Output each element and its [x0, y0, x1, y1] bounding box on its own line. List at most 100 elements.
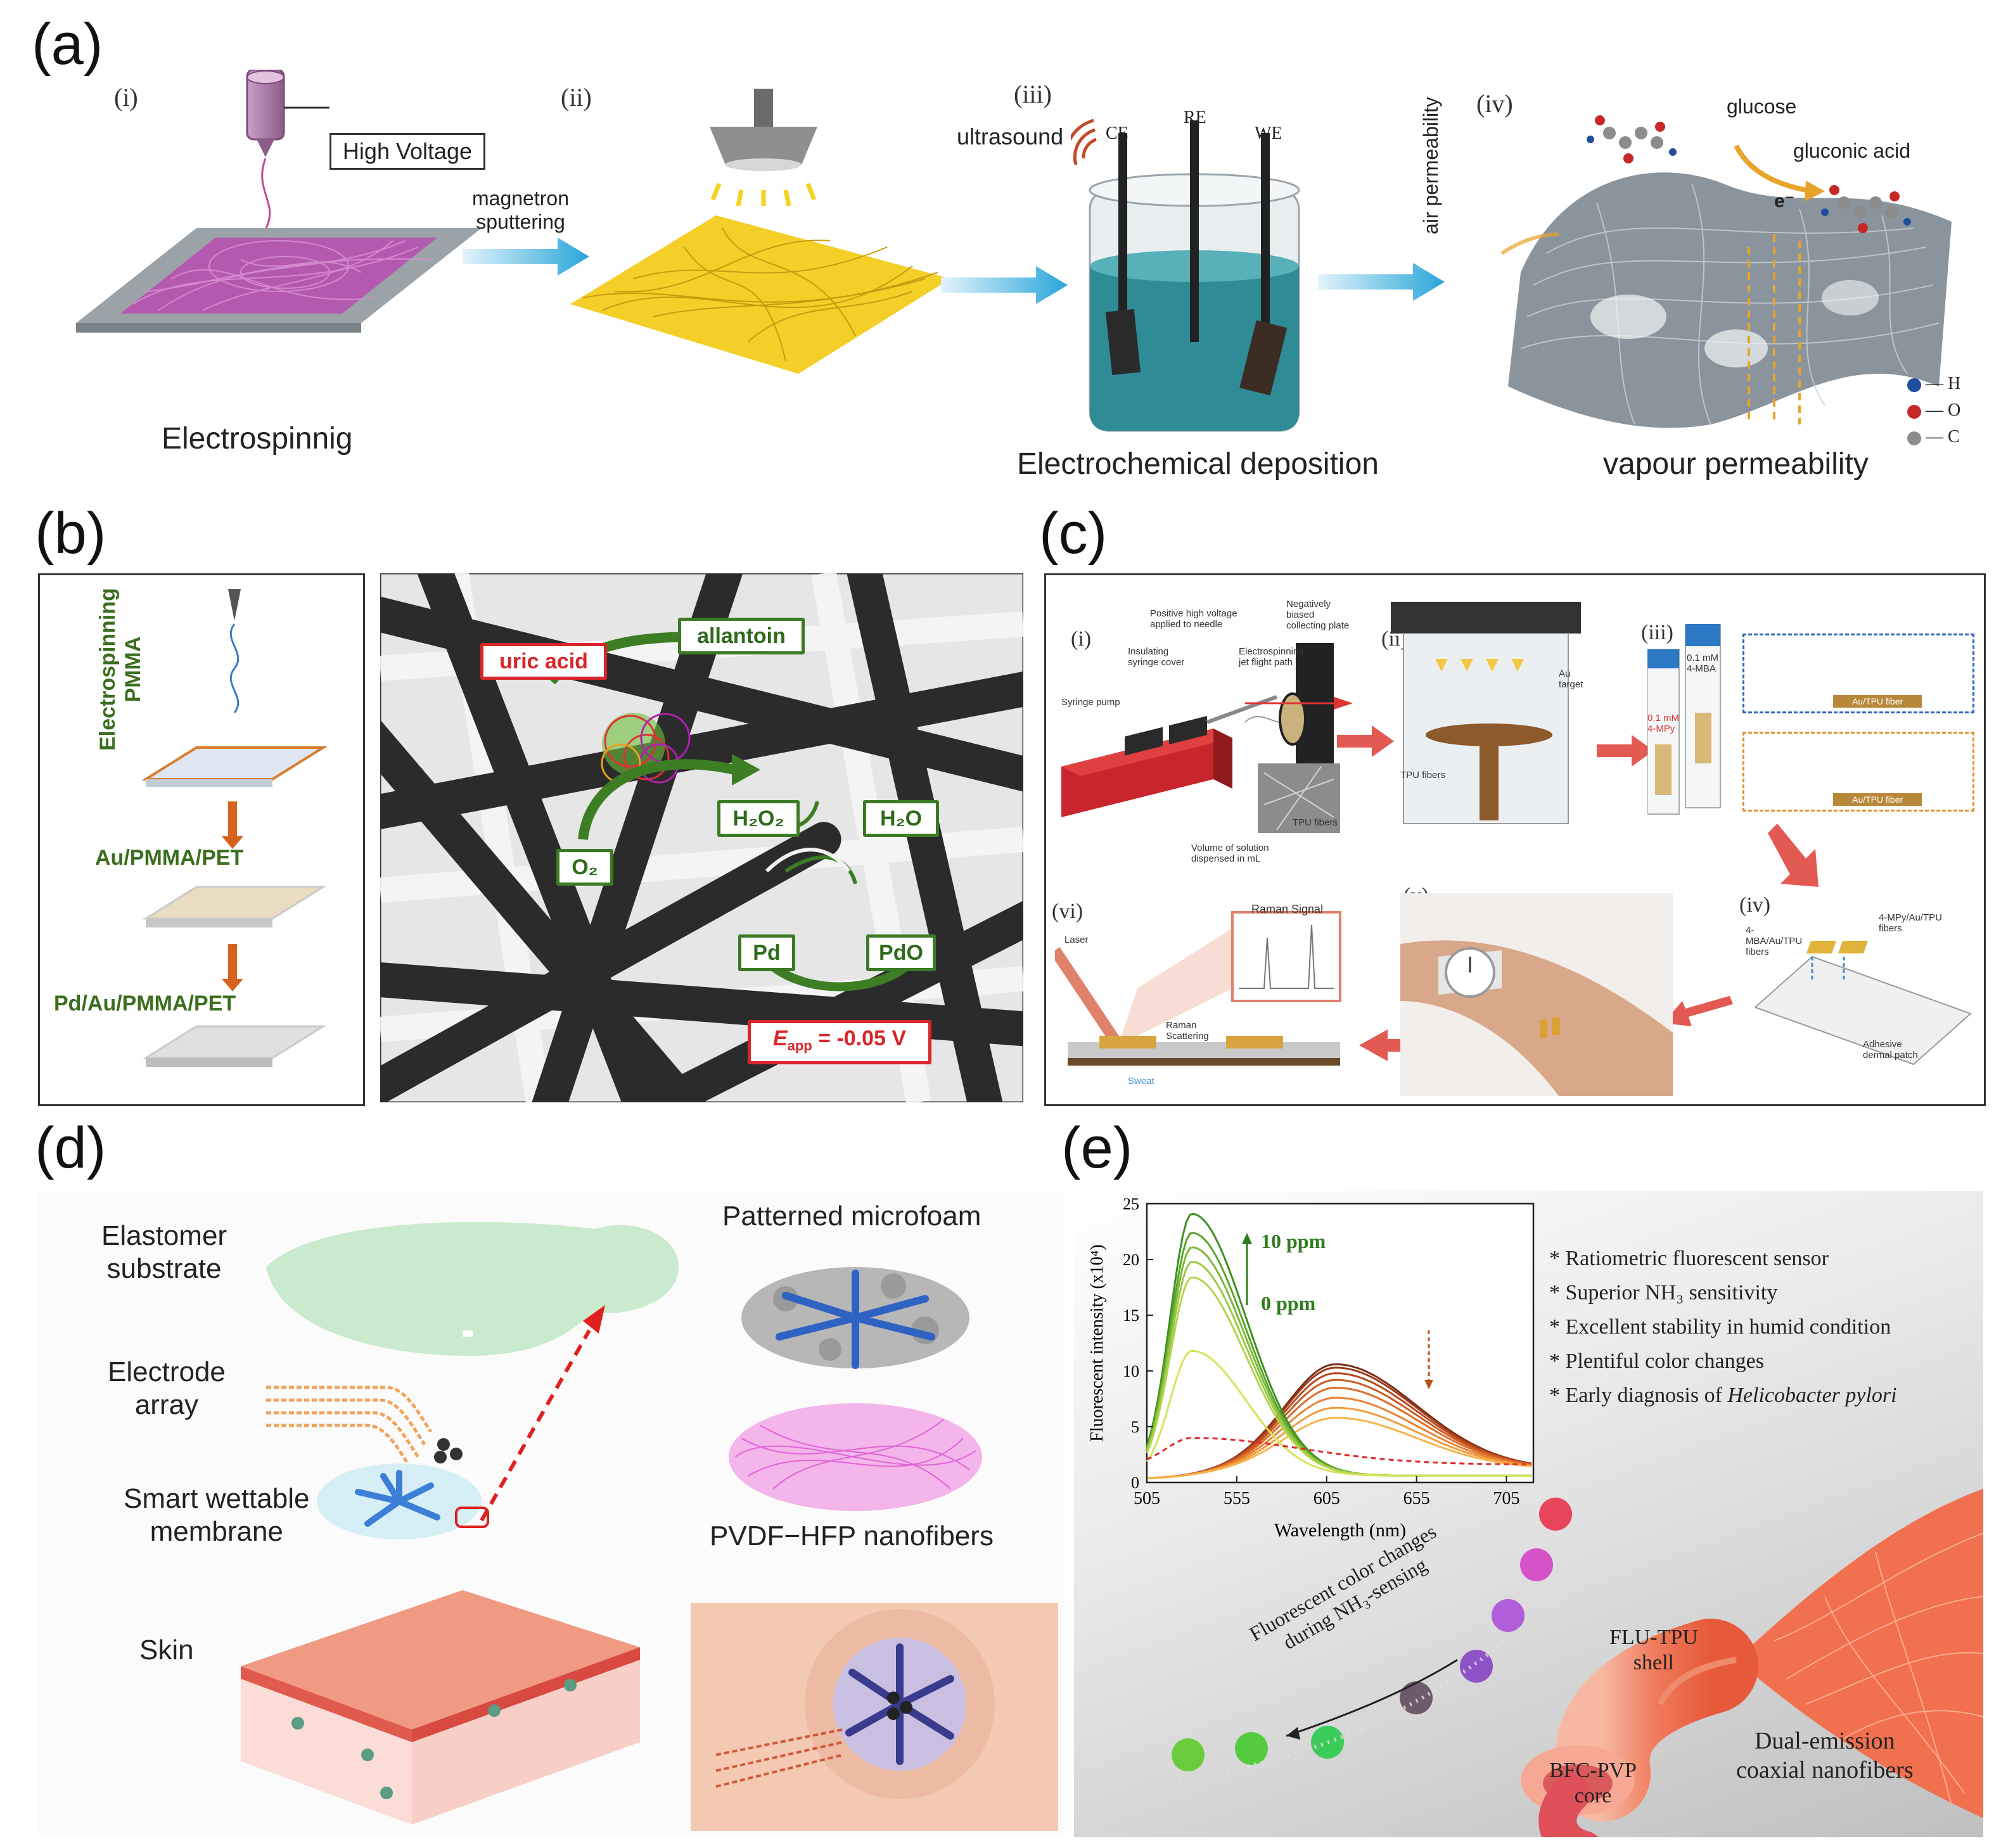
arrow-c3	[1768, 824, 1819, 887]
legend-h-dot	[1907, 378, 1921, 392]
c-iii-mpy: 0.1 mM 4-MPy	[1647, 713, 1680, 734]
legend-c-dot	[1907, 431, 1921, 445]
high-voltage-label: High Voltage	[342, 138, 473, 164]
c-vi-laser: Laser	[1064, 934, 1089, 945]
eapp-sub: app	[787, 1037, 812, 1054]
flu-tpu-line1: FLU-TPU	[1609, 1626, 1698, 1649]
step-c-i: (i)	[1071, 627, 1092, 651]
electrode-we: WE	[1255, 124, 1282, 143]
y-tick-label-2: 10	[1123, 1362, 1139, 1380]
glucose-label: glucose	[1727, 95, 1797, 118]
bullet-3: * Excellent stability in humid condition	[1549, 1315, 1891, 1339]
c-i-label-tpu: TPU fibers	[1293, 817, 1338, 828]
electrode-line2: array	[134, 1389, 199, 1420]
arrow-a3	[1318, 263, 1445, 301]
y-tick-label-0: 0	[1131, 1474, 1139, 1492]
h2o2-box: H₂O₂	[717, 800, 800, 837]
pd-au-pmma-pet-label: Pd/Au/PMMA/PET	[54, 991, 236, 1016]
pmma-stack-illustration	[141, 589, 328, 1067]
c-i-label-voltage: Positive high voltage applied to needle	[1150, 608, 1237, 630]
h2o-box: H₂O	[863, 800, 939, 837]
magnetron-line1: magnetron	[472, 187, 569, 210]
step-c-vi: (vi)	[1052, 900, 1084, 923]
c-iii-fiber-label-1: Au/TPU fiber	[1833, 695, 1922, 708]
y-tick-label-4: 20	[1123, 1251, 1139, 1269]
eapp-value: = -0.05 V	[812, 1026, 907, 1050]
chart-annotation-top: 10 ppm	[1261, 1230, 1326, 1252]
electrospinning-caption: Electrospinnig	[162, 422, 353, 456]
panel-d-label: (d)	[35, 1116, 106, 1180]
c-iii-blue-box: Au/TPU fiber	[1742, 634, 1974, 713]
magnetron-line2: sputtering	[476, 210, 565, 233]
skin-sensor-photo	[691, 1603, 1058, 1831]
step-a-iii: (iii)	[1014, 80, 1052, 108]
au-pmma-pet-label: Au/PMMA/PET	[95, 846, 244, 870]
legend-h: — H	[1907, 371, 1960, 397]
panel-b-label: (b)	[35, 501, 106, 566]
legend-h-text: H	[1948, 374, 1961, 393]
chart-ylabel: Fluorescent intensity (x10⁴)	[1087, 1244, 1107, 1442]
layered-device-illustration	[241, 1221, 679, 1825]
legend-o-text: O	[1948, 400, 1961, 420]
y-tick-label-5: 25	[1123, 1197, 1139, 1213]
green-series-5	[1146, 1349, 1532, 1477]
c-iv-mpy-fibers: 4-MPy/Au/TPU fibers	[1879, 912, 1943, 934]
allantoin-box: allantoin	[678, 618, 805, 654]
arrow-a2	[941, 266, 1068, 304]
sputtering-illustration	[570, 89, 950, 374]
panel-a-label: (a)	[32, 12, 103, 77]
c-iii-orange-box: Au/TPU fiber	[1742, 732, 1974, 812]
c-i-label-cover: Insulating syringe cover	[1128, 646, 1185, 668]
ultrasound-label: ultrasound	[957, 124, 1064, 150]
bullet-5: * Early diagnosis of Helicobacter pylori	[1549, 1379, 1897, 1413]
step-c-iv: (iv)	[1739, 893, 1771, 917]
step-a-i: (i)	[114, 83, 138, 112]
dual-emission-label: Dual-emission coaxial nanofibers	[1736, 1726, 1914, 1785]
membrane-illustration	[1500, 115, 1952, 428]
c-i-label-plate: Negatively biased collecting plate	[1286, 599, 1350, 631]
bullet-2: * Superior NH₃ sensitivity	[1549, 1281, 1778, 1304]
pd-box: Pd	[738, 934, 795, 971]
c-i-label-jet: Electrospinning jet flight path	[1239, 646, 1304, 668]
chart-series-group	[1146, 1213, 1532, 1479]
step-a-iv: (iv)	[1476, 89, 1513, 118]
atom-legend: — H — O — C	[1907, 371, 1960, 450]
bullet-4: * Plentiful color changes	[1549, 1349, 1764, 1373]
y-tick-label-1: 5	[1131, 1418, 1139, 1436]
elastomer-line1: Elastomer	[101, 1220, 227, 1251]
bfc-pvp-label: BFC-PVP core	[1549, 1758, 1637, 1809]
pvdf-illustration	[729, 1403, 982, 1511]
eapp-e: E	[772, 1026, 788, 1050]
raman-illustration	[1055, 911, 1341, 1066]
c-ii-au-target: Au target	[1559, 668, 1583, 690]
dual-emission-line1: Dual-emission	[1754, 1728, 1895, 1754]
arrow-c2	[1597, 735, 1654, 767]
x-tick-label-4: 705	[1493, 1489, 1519, 1508]
x-tick-label-2: 605	[1314, 1489, 1340, 1508]
step-c-iii: (iii)	[1641, 621, 1673, 644]
red-dashed-series	[1146, 1437, 1532, 1465]
chart-annotation-bottom: 0 ppm	[1261, 1292, 1316, 1315]
high-voltage-box: High Voltage	[329, 133, 485, 170]
x-tick-label-0: 505	[1134, 1489, 1160, 1508]
dual-emission-line2: coaxial nanofibers	[1736, 1757, 1914, 1783]
bullet-list: * Ratiometric fluorescent sensor * Super…	[1549, 1242, 1897, 1413]
legend-c: — C	[1907, 424, 1960, 450]
bfc-pvp-line2: core	[1574, 1784, 1612, 1807]
sputter-chamber	[1391, 602, 1581, 824]
uric-acid-box: uric acid	[480, 643, 607, 680]
electrode-ce: CE	[1106, 124, 1128, 143]
vapour-permeability-caption: vapour permeability	[1603, 447, 1869, 481]
arrow-a1	[463, 238, 589, 276]
electrode-re: RE	[1184, 108, 1206, 127]
chart-plot-area	[1146, 1202, 1535, 1484]
c-iv-patch-label: Adhesive dermal patch	[1863, 1039, 1918, 1061]
chart-xlabel: Wavelength (nm)	[1274, 1520, 1406, 1541]
magnetron-label: magnetron sputtering	[472, 187, 569, 234]
bfc-pvp-line1: BFC-PVP	[1549, 1759, 1637, 1782]
arrow-c1	[1337, 725, 1394, 757]
microfoam-illustration	[741, 1267, 969, 1369]
chart-dashed-arrow-head	[1424, 1380, 1433, 1389]
step-a-ii: (ii)	[561, 83, 592, 112]
